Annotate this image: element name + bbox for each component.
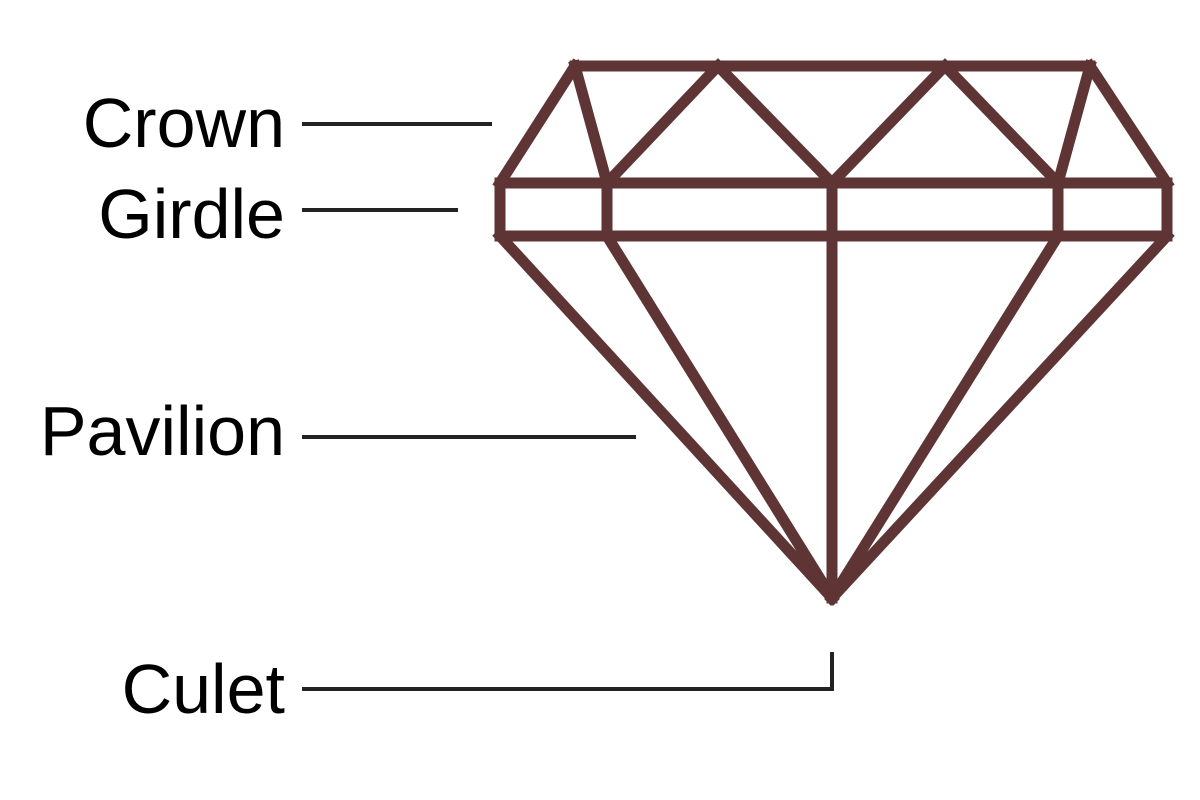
pavilion-facet-1 — [599, 228, 840, 606]
pavilion-label: Pavilion — [40, 392, 285, 470]
leader-lines — [302, 122, 834, 691]
pavilion-facets — [492, 228, 1175, 606]
crown-facet-6 — [1051, 59, 1097, 190]
culet-leader-line — [302, 652, 834, 691]
crown-label: Crown — [83, 84, 285, 162]
pavilion-right-side — [824, 228, 1175, 606]
crown-facets — [492, 58, 1175, 191]
crown-facet-5 — [937, 58, 1066, 191]
crown-facet-2 — [599, 58, 726, 191]
pavilion-left-side — [492, 228, 840, 606]
girdle-band — [494, 177, 1173, 242]
culet-label: Culet — [122, 650, 285, 728]
girdle-label: Girdle — [98, 175, 285, 253]
pavilion-facet-2 — [824, 228, 1066, 606]
crown-facet-1 — [568, 59, 614, 190]
crown-facet-4 — [824, 58, 953, 191]
crown-left-side — [492, 58, 583, 191]
crown-right-side — [1082, 58, 1175, 191]
crown-facet-3 — [710, 58, 840, 191]
diamond-illustration — [492, 58, 1175, 606]
part-labels: Crown Girdle Pavilion Culet — [40, 84, 285, 728]
